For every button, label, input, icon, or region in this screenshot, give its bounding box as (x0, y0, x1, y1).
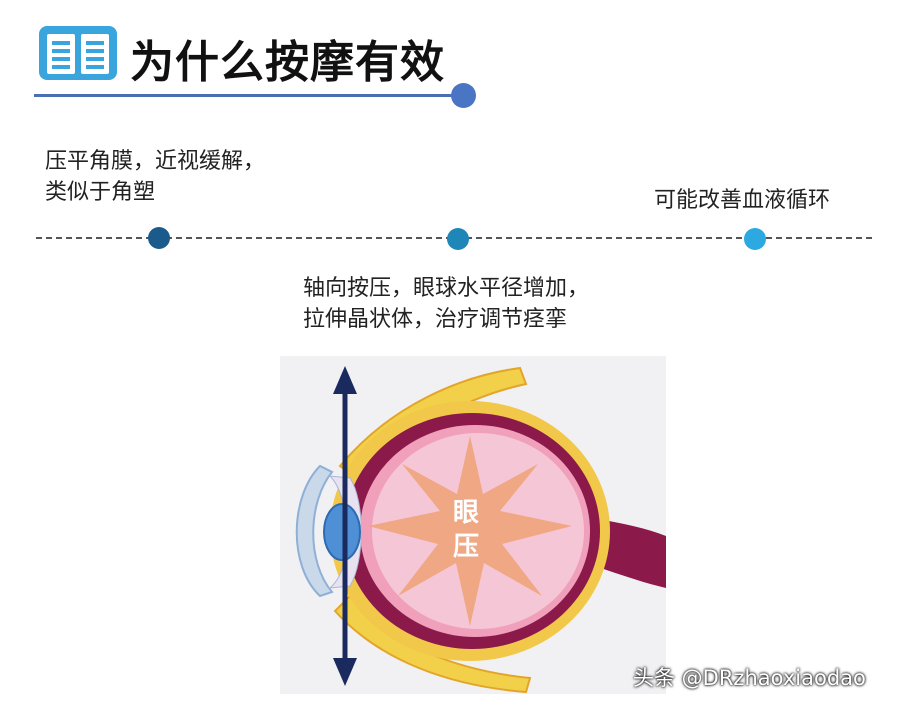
timeline-note-corneal-flattening: 压平角膜，近视缓解， 类似于角塑 (45, 146, 265, 208)
note-line: 压平角膜，近视缓解， (45, 149, 266, 174)
watermark: 头条 @DRzhaoxiaodao (633, 666, 866, 690)
timeline-note-blood-circulation: 可能改善血液循环 (654, 185, 830, 216)
title-underline-dot (451, 83, 476, 108)
timeline-dot-2 (447, 228, 469, 250)
timeline-dot-1 (148, 227, 170, 249)
cornea (295, 464, 334, 598)
pressure-arrow-down-head (333, 658, 357, 686)
title-underline (34, 94, 464, 97)
note-line: 类似于角塑 (45, 180, 156, 205)
pressure-star (368, 436, 572, 626)
timeline-note-axial-pressure: 轴向按压，眼球水平径增加， 拉伸晶状体，治疗调节痉挛 (303, 273, 589, 335)
page-title: 为什么按摩有效 (130, 37, 445, 88)
note-line: 拉伸晶状体，治疗调节痉挛 (303, 307, 568, 332)
note-line: 可能改善血液循环 (654, 188, 831, 213)
eye-diagram (280, 356, 666, 694)
open-book-icon (39, 26, 117, 80)
intraocular-pressure-label: 眼压 (452, 498, 479, 562)
pressure-arrow-up-head (333, 366, 357, 394)
timeline-dot-3 (744, 228, 766, 250)
note-line: 轴向按压，眼球水平径增加， (303, 276, 590, 301)
lens (323, 503, 361, 561)
